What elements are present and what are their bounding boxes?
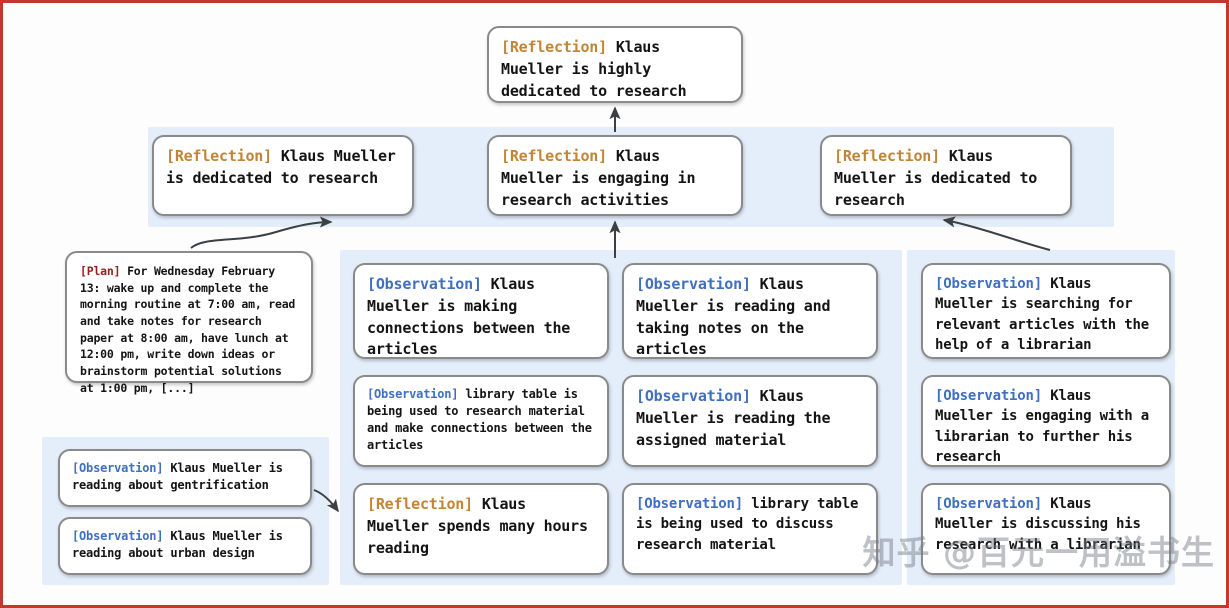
reflection-tag: [Reflection]	[501, 147, 607, 165]
reflection-tag: [Reflection]	[166, 147, 272, 165]
reflection-tag: [Reflection]	[501, 38, 607, 56]
node-observation-reading-taking-notes[interactable]: [Observation] Klaus Mueller is reading a…	[622, 263, 878, 359]
node-observation-making-connections[interactable]: [Observation] Klaus Mueller is making co…	[353, 263, 609, 359]
node-observation-library-table-research[interactable]: [Observation] library table is being use…	[353, 375, 609, 467]
plan-tag: [Plan]	[80, 264, 121, 278]
observation-tag: [Observation]	[636, 496, 743, 512]
node-text: Klaus Mueller is reading the assigned ma…	[636, 387, 831, 449]
node-observation-searching-articles[interactable]: [Observation] Klaus Mueller is searching…	[921, 263, 1171, 359]
observation-tag: [Observation]	[935, 388, 1042, 404]
node-reflection-left[interactable]: [Reflection] Klaus Mueller is dedicated …	[152, 135, 414, 216]
node-observation-urban-design[interactable]: [Observation] Klaus Mueller is reading a…	[58, 517, 312, 575]
observation-tag: [Observation]	[367, 275, 482, 293]
node-root-reflection[interactable]: [Reflection] Klaus Mueller is highly ded…	[487, 26, 743, 103]
node-observation-gentrification[interactable]: [Observation] Klaus Mueller is reading a…	[58, 449, 312, 507]
node-observation-library-table-discuss[interactable]: [Observation] library table is being use…	[622, 483, 878, 575]
node-text: Klaus Mueller is discussing his research…	[935, 496, 1141, 553]
node-reflection-right[interactable]: [Reflection] Klaus Mueller is dedicated …	[820, 135, 1072, 216]
observation-tag: [Observation]	[636, 387, 751, 405]
node-text: Klaus Mueller spends many hours reading	[367, 495, 588, 557]
node-text: Klaus Mueller is making connections betw…	[367, 275, 571, 359]
node-text: Klaus Mueller is highly dedicated to res…	[501, 38, 687, 100]
reflection-tag: [Reflection]	[367, 495, 473, 513]
node-text: Klaus Mueller is reading and taking note…	[636, 275, 831, 359]
node-text: For Wednesday February 13: wake up and c…	[80, 264, 296, 395]
node-observation-discussing-librarian[interactable]: [Observation] Klaus Mueller is discussin…	[921, 483, 1171, 575]
node-text: Klaus Mueller is searching for relevant …	[935, 276, 1149, 353]
node-text: Klaus Mueller is engaging with a librari…	[935, 388, 1149, 465]
node-text: library table is being used to research …	[367, 387, 592, 453]
observation-tag: [Observation]	[72, 461, 164, 475]
node-text: Klaus Mueller is dedicated to research	[834, 147, 1038, 209]
node-text: Klaus Mueller is engaging in research ac…	[501, 147, 696, 209]
node-reflection-middle[interactable]: [Reflection] Klaus Mueller is engaging i…	[487, 135, 743, 216]
observation-tag: [Observation]	[72, 529, 164, 543]
observation-tag: [Observation]	[935, 496, 1042, 512]
observation-tag: [Observation]	[935, 276, 1042, 292]
reflection-tag: [Reflection]	[834, 147, 940, 165]
node-text: Klaus Mueller is reading about gentrific…	[72, 461, 283, 493]
observation-tag: [Observation]	[367, 387, 459, 401]
node-observation-assigned-material[interactable]: [Observation] Klaus Mueller is reading t…	[622, 375, 878, 467]
node-text: Klaus Mueller is reading about urban des…	[72, 529, 283, 561]
observation-tag: [Observation]	[636, 275, 751, 293]
node-text: library table is being used to discuss r…	[636, 496, 859, 553]
node-observation-engaging-librarian[interactable]: [Observation] Klaus Mueller is engaging …	[921, 375, 1171, 467]
node-text: Klaus Mueller is dedicated to research	[166, 147, 396, 187]
node-reflection-hours-reading[interactable]: [Reflection] Klaus Mueller spends many h…	[353, 483, 609, 575]
node-plan[interactable]: [Plan] For Wednesday February 13: wake u…	[65, 251, 313, 395]
